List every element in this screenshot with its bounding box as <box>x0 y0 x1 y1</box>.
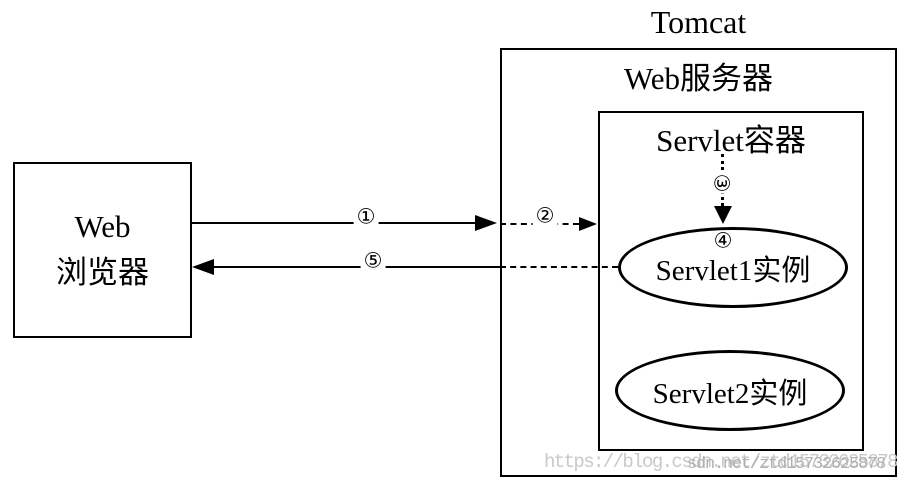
web-browser-label-line1: Web <box>74 209 131 244</box>
watermark-text-primary: https://blog.csdn.net/ztd15732625878 <box>544 451 898 473</box>
web-server-label: Web服务器 <box>623 61 774 96</box>
step-3-badge: ③ <box>708 172 734 194</box>
step-4-badge: ④ <box>713 228 733 253</box>
servlet-container-label: Servlet容器 <box>656 123 806 158</box>
web-server-box <box>500 48 897 477</box>
servlet1-instance-ellipse: Servlet1实例 <box>618 227 848 308</box>
arrowhead-right-icon <box>475 215 497 231</box>
request-line-browser-to-server <box>191 222 477 224</box>
watermark-text-overlap: sdn.net/ztd15732625878 <box>687 455 886 474</box>
arrowhead-down-icon <box>714 206 732 224</box>
step-2-badge: ② <box>532 204 558 228</box>
arrowhead-left-icon <box>192 259 214 275</box>
response-line-servlet1-to-server <box>500 266 618 268</box>
servlet2-instance-ellipse: Servlet2实例 <box>615 350 845 431</box>
servlet2-instance-label: Servlet2实例 <box>652 377 808 410</box>
servlet1-instance-label: Servlet1实例 <box>655 254 811 287</box>
response-line-server-to-browser <box>196 266 500 268</box>
step-1-badge: ① <box>353 205 379 229</box>
web-browser-label-line2: 浏览器 <box>56 255 149 290</box>
diagram-title: Tomcat <box>650 4 747 40</box>
web-browser-box: Web 浏览器 <box>13 162 192 338</box>
step-5-badge: ⑤ <box>360 249 386 273</box>
arrowhead-right-small-icon <box>579 217 597 231</box>
